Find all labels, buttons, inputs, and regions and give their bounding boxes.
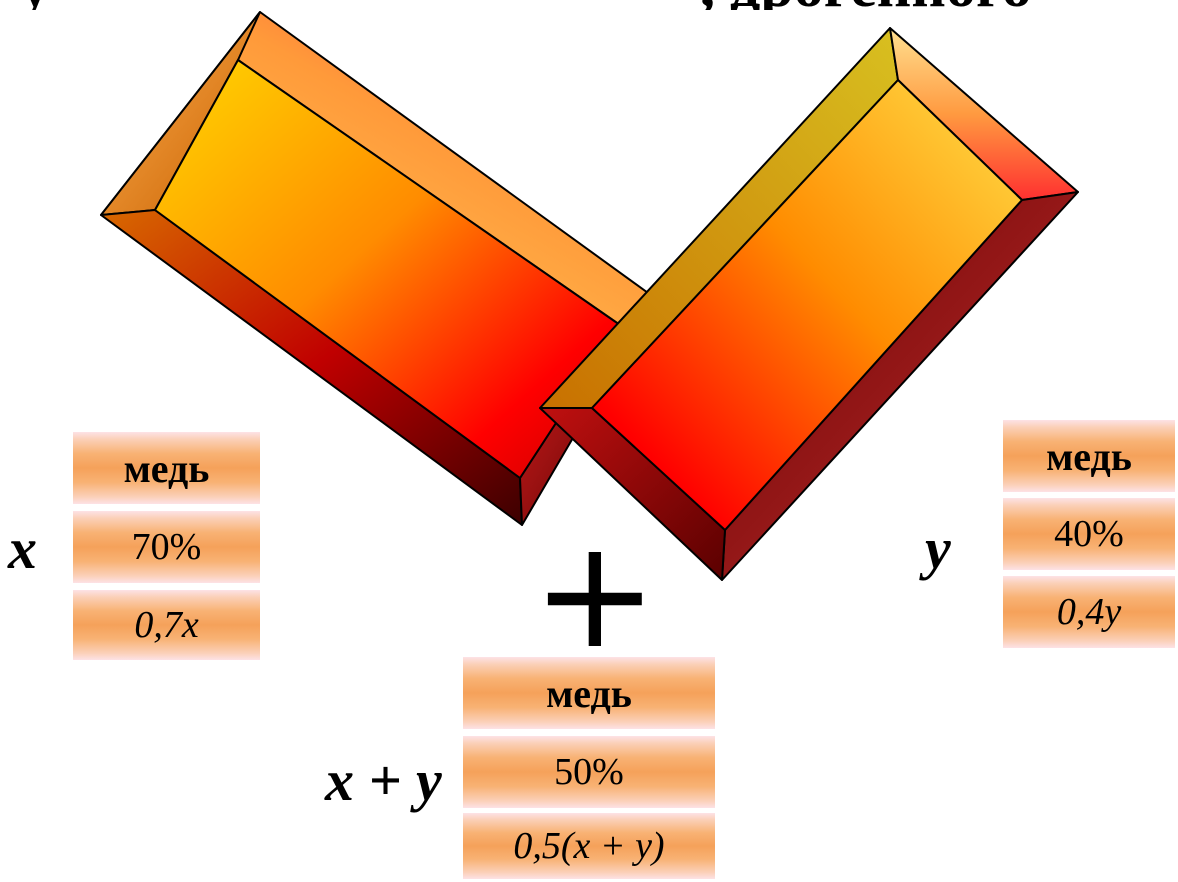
first-alloy-metal: медь	[73, 432, 260, 504]
header-left-fragment: y	[20, 0, 50, 10]
first-alloy-amount: 0,7x	[73, 590, 260, 660]
right-ingot-face	[591, 79, 1023, 531]
mixture-metal: медь	[463, 657, 715, 729]
second-alloy-variable: y	[925, 516, 951, 581]
left-ingot	[100, 11, 656, 526]
second-alloy-amount: 0,4y	[1003, 576, 1175, 648]
first-alloy-variable: x	[8, 516, 37, 581]
cropped-header: y , дрогенного	[0, 0, 1178, 10]
mixture-percent: 50%	[463, 736, 715, 808]
right-ingot	[539, 27, 1079, 581]
header-right-fragment: , дрогенного	[700, 0, 1032, 10]
mixture-amount: 0,5(x + y)	[463, 813, 715, 879]
plus-operator: +	[532, 508, 658, 682]
mixture-variable: x + y	[325, 748, 442, 813]
first-alloy-percent: 70%	[73, 511, 260, 583]
second-alloy-metal: медь	[1003, 420, 1175, 492]
second-alloy-percent: 40%	[1003, 498, 1175, 570]
